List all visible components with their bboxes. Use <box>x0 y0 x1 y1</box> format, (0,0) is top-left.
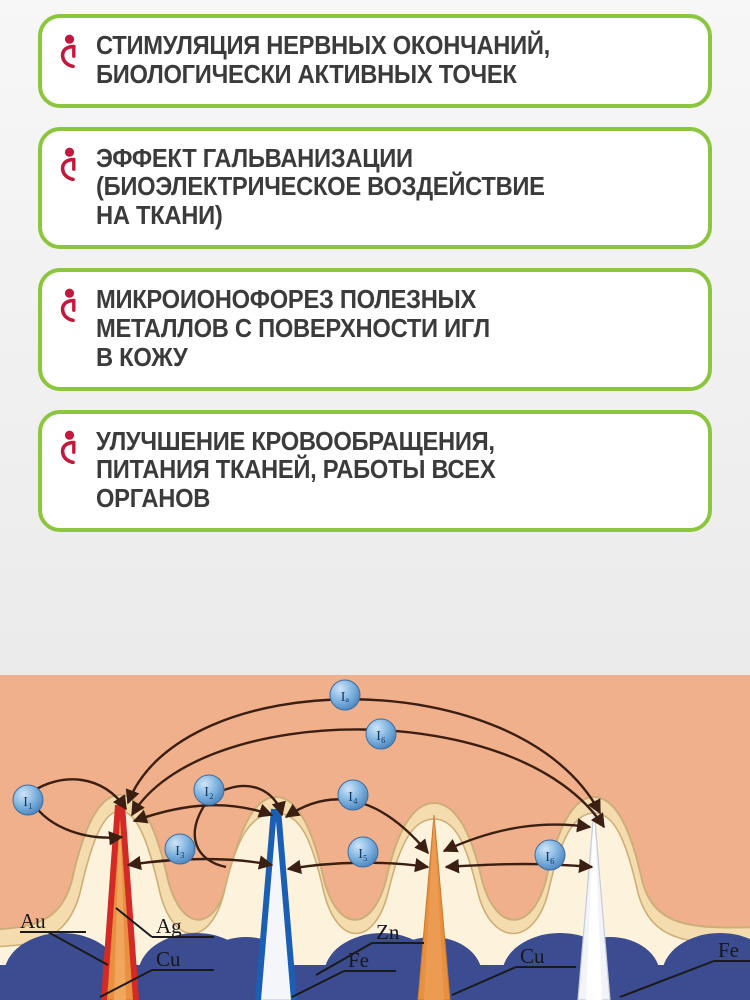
ion-label: Iₐ <box>341 690 350 705</box>
ion-i3: I₃ <box>164 833 196 865</box>
metal-label-cu1: Cu <box>156 947 181 971</box>
benefits-list: СТИМУЛЯЦИЯ НЕРВНЫХ ОКОНЧАНИЙ, БИОЛОГИЧЕС… <box>38 14 712 532</box>
person-bullet-icon <box>60 147 76 181</box>
person-bullet-icon <box>60 288 76 323</box>
skin-diagram-svg: I₁ I₂ I₃ I₄ <box>0 675 750 1000</box>
benefit-card-nerve-stimulation[interactable]: СТИМУЛЯЦИЯ НЕРВНЫХ ОКОНЧАНИЙ, БИОЛОГИЧЕС… <box>38 14 712 108</box>
ion-ia: Iₐ <box>329 679 361 711</box>
ion-i1: I₁ <box>12 784 44 816</box>
ion-label: I₅ <box>358 847 368 862</box>
benefit-card-galvanization[interactable]: ЭФФЕКТ ГАЛЬВАНИЗАЦИИ (БИОЭЛЕКТРИЧЕСКОЕ В… <box>38 126 712 250</box>
metal-label-zn: Zn <box>376 920 400 944</box>
ion-i2: I₂ <box>193 774 225 806</box>
person-bullet-icon <box>60 430 76 464</box>
benefit-text: СТИМУЛЯЦИЯ НЕРВНЫХ ОКОНЧАНИЙ, БИОЛОГИЧЕС… <box>96 32 550 89</box>
benefit-text: МИКРОИОНОФОРЕЗ ПОЛЕЗНЫХ МЕТАЛЛОВ С ПОВЕР… <box>96 286 490 372</box>
metal-leader-lines <box>20 907 750 998</box>
metal-label-fe1: Fe <box>348 948 369 972</box>
ion-label: I₄ <box>348 790 358 805</box>
ion-i6: I₆ <box>534 839 566 871</box>
benefit-card-circulation[interactable]: УЛУЧШЕНИЕ КРОВООБРАЩЕНИЯ, ПИТАНИЯ ТКАНЕЙ… <box>38 409 712 532</box>
metal-label-fe2: Fe <box>718 938 739 962</box>
needle-zinc <box>417 814 451 1000</box>
ion-markers: I₁ I₂ I₃ I₄ <box>12 679 566 871</box>
subcutaneous-tissue <box>0 933 750 1000</box>
benefit-text: УЛУЧШЕНИЕ КРОВООБРАЩЕНИЯ, ПИТАНИЯ ТКАНЕЙ… <box>96 427 496 514</box>
ion-i5: I₅ <box>347 836 379 868</box>
ion-ib: I₆ <box>365 718 397 750</box>
benefit-text: ЭФФЕКТ ГАЛЬВАНИЗАЦИИ (БИОЭЛЕКТРИЧЕСКОЕ В… <box>96 144 545 231</box>
ion-label: I₁ <box>23 795 33 810</box>
needle-silver <box>255 806 297 1000</box>
needle-iron <box>577 808 611 1000</box>
metal-label-au: Au <box>20 909 46 933</box>
ion-label: I₆ <box>545 850 555 865</box>
ion-label: I₃ <box>175 844 185 859</box>
ion-i4: I₄ <box>337 779 369 811</box>
metal-labels: Au Ag Cu Zn Fe Cu Fe <box>20 909 739 972</box>
metal-label-ag: Ag <box>156 914 182 938</box>
ion-label: I₂ <box>204 785 214 800</box>
person-bullet-icon <box>60 34 76 68</box>
metal-label-cu2: Cu <box>520 944 545 968</box>
ion-label: I₆ <box>376 729 386 744</box>
skin-diagram: I₁ I₂ I₃ I₄ <box>0 675 750 1000</box>
benefit-card-microiontophoresis[interactable]: МИКРОИОНОФОРЕЗ ПОЛЕЗНЫХ МЕТАЛЛОВ С ПОВЕР… <box>38 268 712 391</box>
